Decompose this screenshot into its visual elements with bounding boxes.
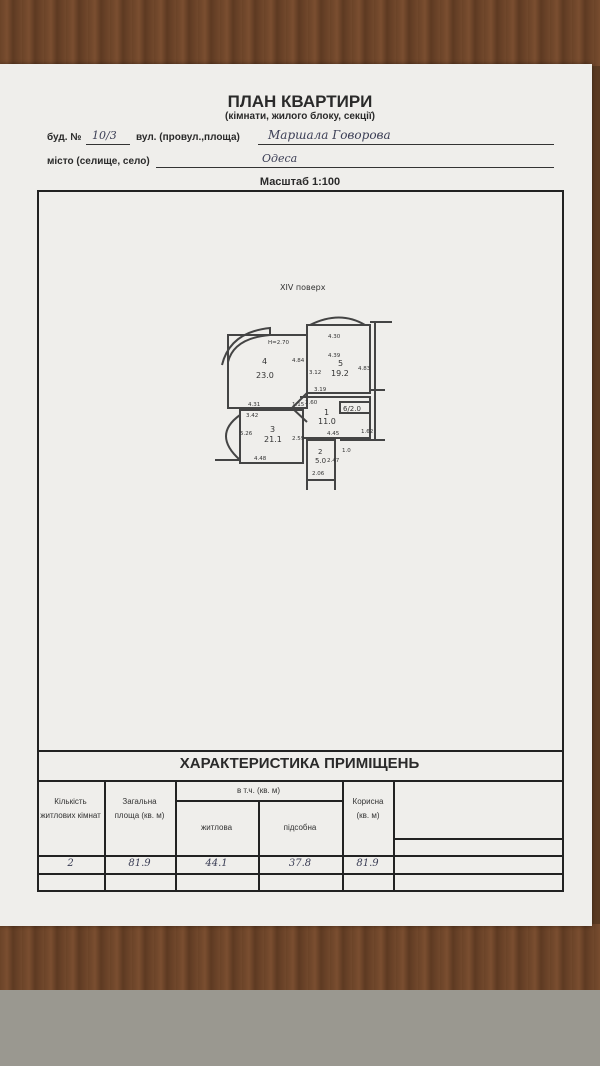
- dim: 4.83: [358, 366, 371, 372]
- room-6-label: 6/2.0: [343, 405, 361, 413]
- dim: 4.84: [292, 358, 305, 364]
- dim: 3.19: [314, 387, 327, 393]
- building-number: 10/3: [92, 129, 117, 142]
- street-value: Маршала Говорова: [268, 128, 391, 142]
- value-useful-area: 81.9: [356, 858, 379, 869]
- room-1-area: 11.0: [318, 417, 336, 426]
- scale-label: Масштаб 1:100: [259, 176, 341, 188]
- room-5-area: 19.2: [331, 369, 349, 378]
- dim: 1.62: [361, 429, 373, 435]
- header-rooms-count: Кількість житлових кімнат: [40, 797, 101, 820]
- room-5-no: 5: [338, 359, 343, 368]
- dim: H=2.70: [268, 340, 289, 346]
- dim: 1.15: [292, 402, 305, 408]
- plan-frame: [37, 190, 564, 892]
- value-rooms-count: 2: [67, 858, 74, 869]
- dim: 2.60: [305, 400, 318, 406]
- header-useful-area: Корисна (кв. м): [352, 797, 384, 820]
- dim: 1.0: [342, 448, 351, 454]
- header-total-area: Загальна площа (кв. м): [114, 797, 165, 820]
- table-title: ХАРАКТЕРИСТИКА ПРИМІЩЕНЬ: [179, 755, 420, 772]
- header-living: житлова: [200, 823, 233, 832]
- room-2-no: 2: [318, 448, 322, 456]
- document-subtitle: (кімнати, жилого блоку, секції): [224, 111, 376, 122]
- document-paper: [0, 64, 592, 926]
- dim: 4.48: [254, 456, 267, 462]
- street-label: вул. (провул.,площа): [136, 132, 240, 143]
- room-4-no: 4: [262, 357, 267, 366]
- value-living-area: 44.1: [205, 858, 228, 869]
- room-2-area: 5.0: [315, 457, 326, 465]
- header-auxiliary: підсобна: [283, 823, 317, 832]
- floor-label: XIV поверх: [280, 283, 326, 292]
- dim: 2.06: [312, 471, 325, 477]
- dim: 3.42: [246, 413, 258, 419]
- city-label: місто (селище, село): [47, 156, 150, 167]
- value-auxiliary-area: 37.8: [288, 858, 312, 869]
- dim: 2.47: [327, 458, 340, 464]
- room-3-no: 3: [270, 425, 275, 434]
- floor: [0, 990, 600, 1066]
- dim: 4.45: [327, 431, 340, 437]
- dim: 2.59: [292, 436, 305, 442]
- room-4-area: 23.0: [256, 371, 274, 380]
- dim: 4.30: [328, 334, 341, 340]
- wooden-table-top: [0, 0, 600, 66]
- floor-plan: XIV поверх 4 23.0 5 19.2 3 21.1 1 11.0 6…: [215, 283, 392, 490]
- building-label: буд. №: [47, 132, 82, 143]
- city-value: Одеса: [262, 152, 298, 165]
- header-including: в т.ч. (кв. м): [236, 786, 281, 795]
- dim: 5.26: [240, 431, 253, 437]
- room-3-area: 21.1: [264, 435, 282, 444]
- dim: 3.12: [309, 370, 321, 376]
- dim: 4.39: [328, 353, 341, 359]
- dim: 4.31: [248, 402, 260, 408]
- document-title: ПЛАН КВАРТИРИ: [227, 92, 373, 111]
- room-1-no: 1: [324, 408, 329, 417]
- table-top-border: [37, 750, 562, 752]
- wooden-table-bottom: [0, 924, 600, 992]
- value-total-area: 81.9: [128, 858, 151, 869]
